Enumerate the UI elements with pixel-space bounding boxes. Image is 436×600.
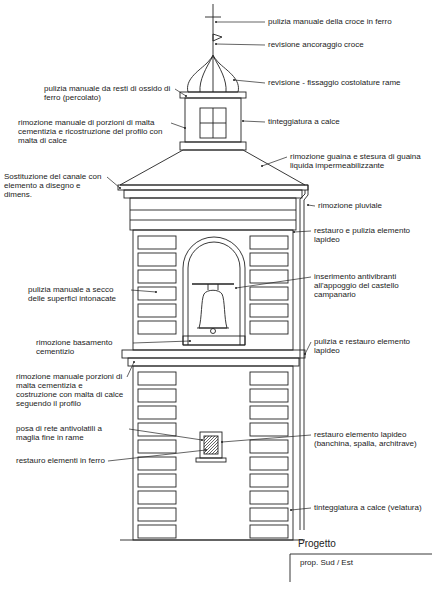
rustication-block [250,236,288,249]
leader-dot [189,340,191,342]
rustication-block [138,406,176,419]
rustication-block [138,236,176,249]
annotation: revisione ancoraggio croce [268,40,364,49]
rustication-block [138,253,176,266]
leader-line [127,362,134,377]
rustication-block [138,440,176,453]
rustication-block [250,423,288,436]
rustication-block [250,304,288,317]
leader-dot [215,21,217,23]
leader-line [262,157,287,166]
annotation: pulizia manuale da resti di ossido di fe… [44,84,172,102]
annotation: pulizia e restauro elemento lapideo [314,337,432,355]
rustication-block [250,406,288,419]
rustication-block [250,457,288,470]
leader-line [294,231,311,232]
annotation: revisione - fissaggio costolature rame [268,78,401,87]
leader-dot [242,120,244,122]
rustication-block [138,508,176,521]
rustication-block [250,321,288,334]
rustication-block [250,525,288,538]
title-text: Progetto [298,538,336,549]
leader-line [107,177,120,188]
leader-line [216,22,265,23]
leader-line [108,450,206,461]
leader-dot [155,291,157,293]
rustication-block [250,253,288,266]
rustication-block [250,287,288,300]
annotation: pulizia manuale della croce in ferro [268,17,392,26]
leader-dot [201,439,203,441]
annotation: rimozione basamento cementizio [36,338,130,356]
rustication-block [250,474,288,487]
title-text: prop. Sud / Est [300,558,353,567]
rustication-block [250,372,288,385]
leader-dot [307,204,309,206]
annotation: rimozione guaina e stesura di guaina liq… [290,152,430,170]
annotation: rimozione manuale porzioni di malta ceme… [16,372,124,408]
rustication-block [138,457,176,470]
leader-line [243,121,265,122]
rustication-block [138,525,176,538]
rustication-block [250,491,288,504]
leader-line [291,508,311,510]
rustication-block [138,491,176,504]
leader-line [175,89,186,96]
annotation: rimozione manuale di porzioni di malta c… [18,118,168,145]
leader-dot [233,79,235,81]
leader-dot [119,187,121,189]
leader-line [308,205,315,206]
rustication-block [138,389,176,402]
rustication-block [138,474,176,487]
annotation: Sostituzione del canale con elemento a d… [4,172,104,199]
leader-line [171,123,185,128]
leader-line [131,290,156,292]
rustication-block [250,508,288,521]
annotation: restauro elementi in ferro [16,456,105,465]
leader-dot [304,353,306,355]
leader-dot [293,231,295,233]
leader-dot [221,441,223,443]
rustication-block [250,389,288,402]
leader-dot [205,449,207,451]
rustication-block [138,304,176,317]
annotation: pulizia manuale a secco delle superfici … [28,285,128,303]
annotation: posa di rete antivolatili a maglia fine … [16,424,126,442]
leader-line [236,277,311,288]
leader-dot [215,43,217,45]
leader-line [234,80,265,83]
leader-dot [235,287,237,289]
leader-line [133,341,190,343]
annotation: tinteggiatura a calce (velatura) [314,503,422,512]
leader-dot [261,165,263,167]
leader-line [216,44,265,45]
annotation: rimozione pluviale [318,201,382,210]
rustication-block [250,440,288,453]
leader-dot [184,127,186,129]
leader-dot [133,361,135,363]
rustication-block [138,423,176,436]
annotation: inserimento antivibranti all'appoggio de… [314,272,432,299]
annotation: restauro elemento lapideo (banchina, spa… [314,430,432,448]
leader-line [305,342,311,354]
annotation: restauro e pulizia elemento lapideo [314,226,432,244]
annotation: tinteggiatura a calce [268,117,340,126]
rustication-block [138,270,176,283]
leader-line [222,435,311,442]
leader-dot [290,509,292,511]
rustication-block [138,321,176,334]
rustication-block [138,372,176,385]
leader-dot [185,95,187,97]
leader-line [129,429,202,440]
rustication-block [138,287,176,300]
